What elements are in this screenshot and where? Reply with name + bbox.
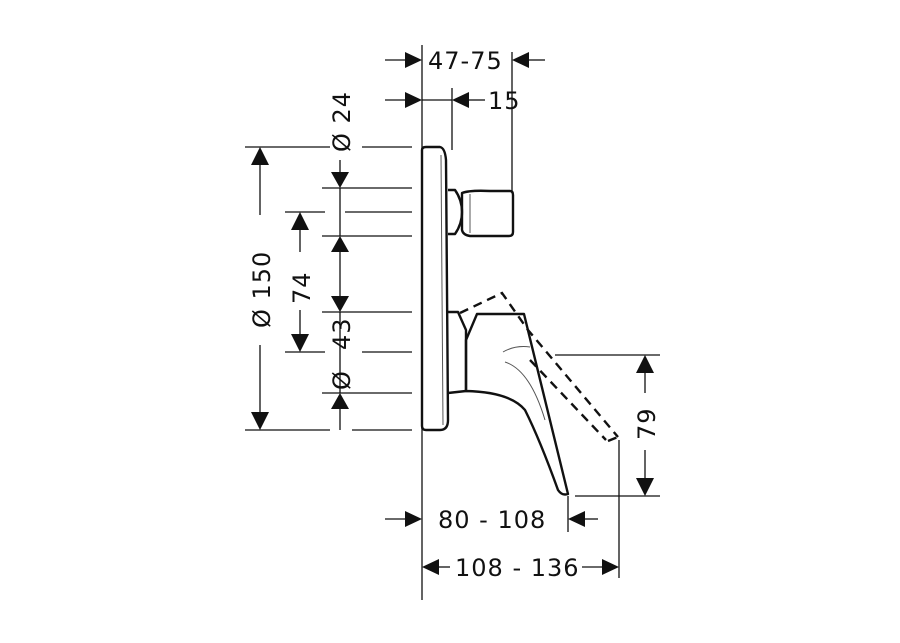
spout-projection-label: 80 - 108	[438, 506, 546, 534]
spout-diameter-symbol-label: Ø	[328, 370, 356, 390]
plate-diameter-label: Ø 150	[248, 251, 276, 328]
center-distance-label: 74	[288, 271, 316, 304]
spout-height-label: 79	[633, 407, 661, 440]
cartridge-depth-label: 15	[488, 87, 521, 115]
reference-lines	[245, 45, 660, 600]
dimension-lines	[251, 52, 654, 575]
cartridge-diameter-label: Ø 24	[328, 91, 356, 152]
diverter-knob	[448, 188, 515, 238]
handle-lever	[447, 310, 570, 496]
depth-range-label: 47-75	[428, 47, 503, 75]
total-projection-label: 108 - 136	[455, 554, 580, 582]
handle-lever-alternate-position	[459, 291, 619, 443]
wall-plate	[420, 145, 450, 432]
spout-diameter-value-label: 43	[328, 317, 356, 350]
